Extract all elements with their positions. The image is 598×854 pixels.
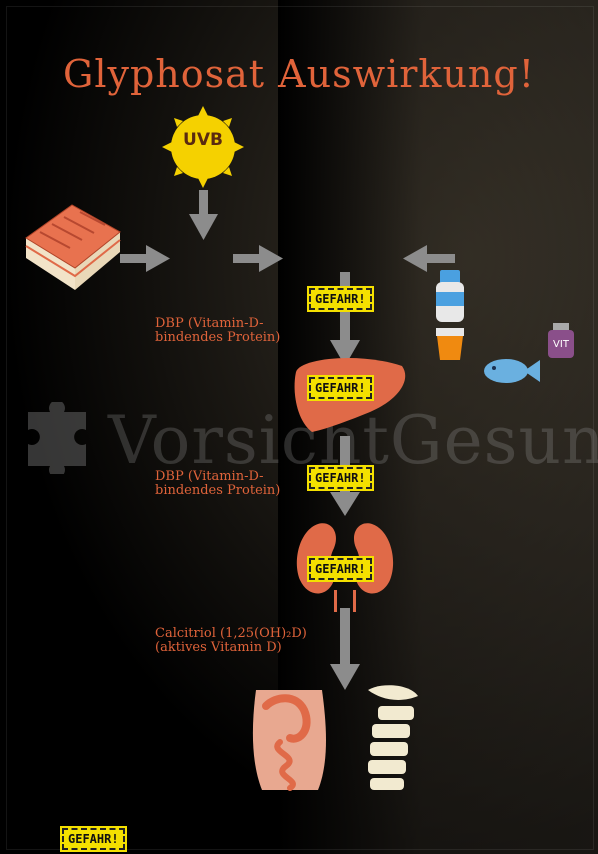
dbp-label-lower: DBP (Vitamin-D- bindendes Protein) — [155, 470, 280, 498]
warning-badge: GEFAHR! — [60, 826, 127, 852]
frame — [6, 6, 594, 850]
arrow-to-kidney — [330, 436, 360, 516]
juice-glass-icon — [436, 328, 464, 360]
arrow-supplement-left — [403, 245, 455, 272]
vitamin-jar-icon — [548, 323, 574, 358]
sun-icon — [162, 106, 244, 188]
fish-icon — [484, 359, 540, 383]
meat-icon — [25, 204, 121, 290]
calcitriol-label: Calcitriol (1,25(OH)₂D) (aktives Vitamin… — [155, 627, 307, 655]
warning-badge: GEFAHR! — [307, 465, 374, 491]
warning-badge: GEFAHR! — [307, 556, 374, 582]
spine-icon — [368, 685, 418, 790]
puzzle-logo-icon — [28, 402, 86, 474]
arrow-to-targets — [330, 608, 360, 690]
dbp-label-lower-line-2: bindendes Protein) — [155, 483, 281, 498]
calcitriol-label-line-2: (aktives Vitamin D) — [155, 640, 282, 655]
warning-badge: GEFAHR! — [307, 375, 374, 401]
dbp-label-upper: DBP (Vitamin-D- bindendes Protein) — [155, 317, 280, 345]
warning-badge: GEFAHR! — [307, 286, 374, 312]
intestine-icon — [252, 690, 326, 791]
dbp-label-upper-line-1: DBP (Vitamin-D- — [155, 316, 264, 331]
arrow-to-liver — [330, 272, 360, 366]
page-title: Glyphosat Auswirkung! — [63, 52, 535, 96]
dbp-label-lower-line-1: DBP (Vitamin-D- — [155, 469, 264, 484]
arrow-meat-right — [120, 245, 170, 272]
dbp-label-upper-line-2: bindendes Protein) — [155, 330, 281, 345]
uvb-label: UVB — [183, 130, 223, 150]
vit-label: VIT — [553, 339, 569, 350]
calcitriol-label-line-1: Calcitriol (1,25(OH)₂D) — [155, 626, 307, 641]
background-photo — [278, 0, 598, 854]
arrow-center-right — [233, 245, 283, 272]
milk-bottle-icon — [436, 270, 464, 322]
arrow-sun-down — [189, 190, 218, 240]
